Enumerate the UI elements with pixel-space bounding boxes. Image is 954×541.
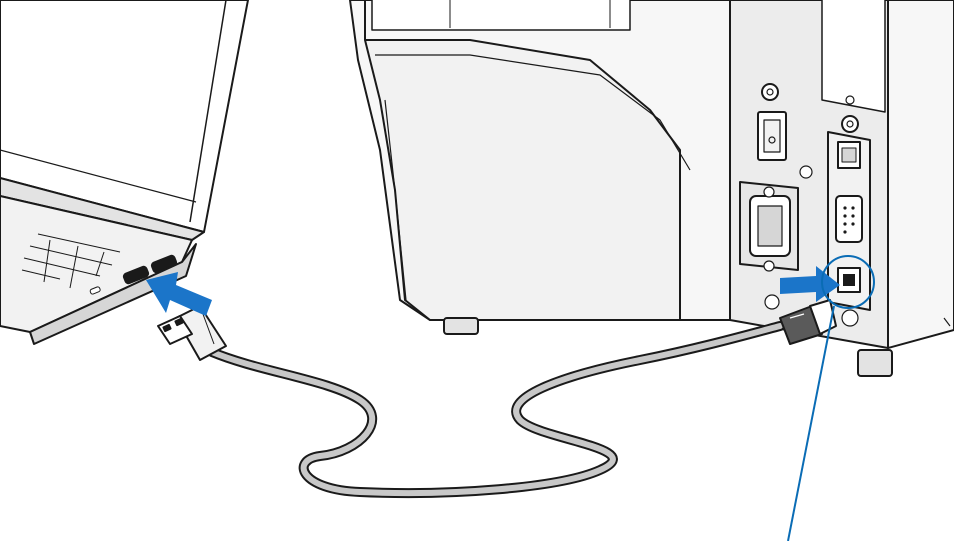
serial-port bbox=[836, 196, 862, 242]
laptop bbox=[0, 0, 248, 344]
printer-foot-right bbox=[858, 350, 892, 376]
usb-cable bbox=[212, 326, 780, 493]
printer-foot-left bbox=[444, 318, 478, 334]
printer bbox=[350, 0, 954, 376]
usb-a-connector bbox=[158, 306, 226, 360]
